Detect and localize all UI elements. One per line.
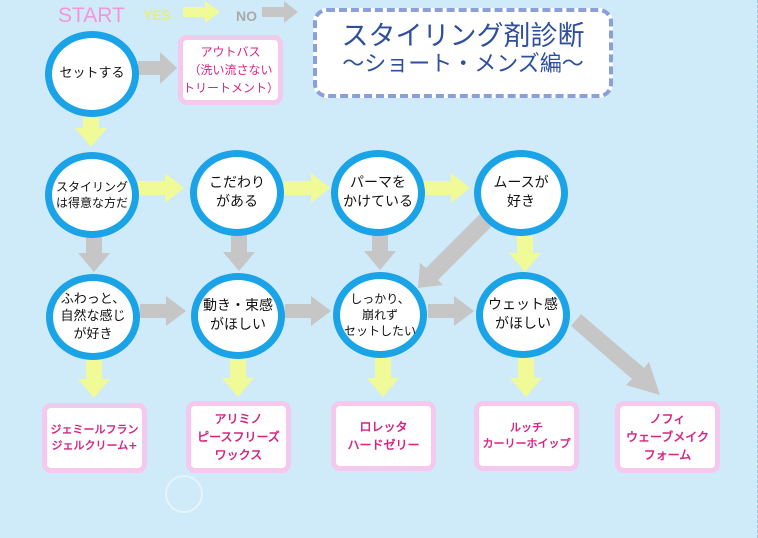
arrow-yes-movement-p2: [222, 358, 254, 397]
node-mousse-label: ムースが 好き: [493, 175, 549, 210]
legend-yes: YES: [143, 7, 172, 23]
arrow-yes-wet-p4: [510, 358, 542, 397]
node-kodawari-label: こだわり がある: [209, 175, 265, 210]
arrow-yes-mousse-wet: [509, 236, 541, 272]
arrow-yes-perm-mousse: [424, 173, 470, 203]
node-movement-label: 動き・束感 がほしい: [203, 298, 273, 333]
arrow-no-perm-firm: [364, 234, 396, 270]
arrow-no-movement-firm: [285, 296, 331, 326]
node-wet-label: ウェット感 がほしい: [488, 297, 558, 332]
product-nofi-wave-make-foam: ノフィ ウェーブメイク フォーム: [615, 401, 720, 473]
arrow-no-styling-fuwa: [78, 236, 110, 272]
node-styling-good-label: スタイリング は得意な方だ: [55, 179, 128, 210]
node-movement: [191, 273, 285, 359]
product-jemile-gel-cream: ジェミールフラン ジェルクリーム+: [42, 403, 147, 473]
arrow-no-kodawari-movement: [223, 234, 255, 271]
node-wet: [476, 272, 570, 358]
product-lucchi-curly-whip: ルッチ カーリーホイップ: [474, 401, 579, 471]
node-perm-label: パーマを かけている: [343, 175, 413, 210]
arrow-yes-fuwa-p1: [78, 360, 110, 398]
faint-circle-decoration: [165, 475, 203, 513]
arrow-no-wet-p5: [571, 314, 660, 395]
title-line2: 〜ショート・メンズ編〜: [342, 51, 584, 77]
node-firm-label: しっかり、 崩れず セットしたい: [343, 291, 416, 339]
arrow-yes-kodawari-perm: [284, 173, 330, 203]
node-fuwa: [46, 274, 140, 360]
arrow-no-fuwa-movement: [140, 296, 186, 326]
node-set-label: セットする: [59, 66, 125, 82]
node-perm: [331, 150, 425, 236]
product-loretta-hard-jelly: ロレッタ ハードゼリー: [331, 401, 436, 471]
node-set: [45, 31, 139, 117]
arrow-yes-firm-p3: [367, 358, 399, 397]
title-line1: スタイリング剤診断: [341, 21, 585, 52]
arrow-yes-styling-kodawari: [138, 173, 184, 203]
legend-no: NO: [236, 8, 257, 24]
arrow-no-firm-wet: [428, 296, 474, 326]
node-firm: [333, 272, 427, 358]
result-outbath: アウトバス （洗い流さない トリートメント）: [178, 35, 283, 105]
title-box: スタイリング剤診断 〜ショート・メンズ編〜: [313, 8, 613, 98]
arrow-yes-set-styling: [75, 110, 107, 147]
node-mousse: [474, 150, 568, 236]
node-fuwa-label: ふわっと、 自然な感じ が好き: [60, 291, 126, 342]
node-kodawari: [190, 150, 284, 236]
arrow-no-set-outbath: [138, 52, 177, 84]
legend-yes-arrow: [183, 1, 220, 23]
arrow-no-mousse-firm: [418, 214, 492, 288]
node-styling-good: [45, 152, 139, 238]
legend-no-arrow: [262, 1, 298, 23]
product-arimino-peace-freeze: アリミノ ピースフリーズ ワックス: [186, 401, 291, 473]
legend-start: START: [58, 4, 125, 27]
